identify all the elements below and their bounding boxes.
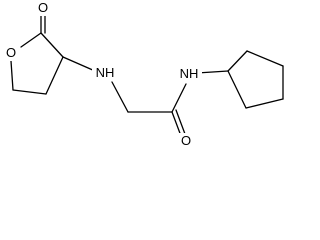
bond-c3-c4 xyxy=(45,56,64,95)
bond-o1-c2 xyxy=(20,32,42,48)
bond-nh-ch2 xyxy=(111,81,129,113)
atom-label-ring-oxygen: O xyxy=(6,45,16,60)
bond-cp4-cp5 xyxy=(246,50,284,67)
bond-camide-o-double-a xyxy=(171,111,182,137)
atom-label-lactone-carbonyl-oxygen: O xyxy=(38,0,48,15)
bond-nh-cp1 xyxy=(196,70,229,74)
bond-c2-c3 xyxy=(40,32,64,58)
bond-camide-o-double-b xyxy=(175,109,186,135)
atom-label-amide-carbonyl-oxygen: O xyxy=(181,133,191,148)
bond-cp2-cp3 xyxy=(245,98,284,109)
bond-c3-nh xyxy=(62,56,96,72)
bond-camide-nh xyxy=(171,83,187,113)
bond-cp1-cp2 xyxy=(227,70,247,109)
bond-cp5-cp1 xyxy=(227,50,248,72)
molecule-structure: O O NH NH O xyxy=(5,0,284,148)
bond-c5-o1 xyxy=(10,60,14,91)
atom-label-amide-nh: NH xyxy=(180,66,199,81)
atom-label-amine-nh: NH xyxy=(96,65,115,80)
bond-c4-c5 xyxy=(12,89,47,95)
